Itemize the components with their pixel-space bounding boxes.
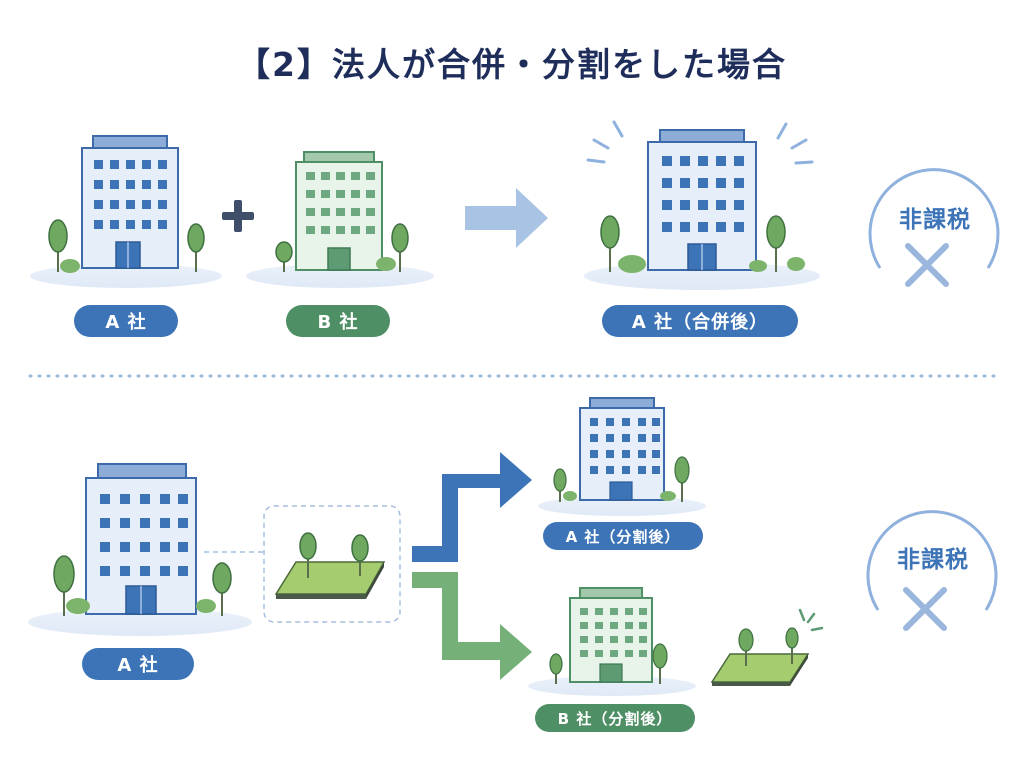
building-b-after-split [528, 587, 696, 696]
plus-icon [222, 200, 254, 232]
tree [600, 215, 646, 273]
land-parcel-box [263, 505, 401, 623]
cross-icon [905, 243, 949, 287]
tax-free-label: 非課税 [899, 207, 971, 233]
label-company-b-after-split: B 社（分割後） [535, 704, 695, 732]
building-b [246, 151, 434, 288]
sparkle-lines [798, 608, 824, 632]
tree [652, 643, 668, 684]
building-a [28, 463, 252, 636]
label-company-a-split: A 社 [82, 648, 194, 680]
tree [53, 555, 90, 616]
label-merged-company: A 社（合併後） [602, 305, 798, 337]
label-company-a-after-split: A 社（分割後） [543, 522, 703, 550]
arrow-right-icon [465, 188, 548, 248]
cross-icon [903, 587, 947, 631]
building-a [30, 135, 222, 288]
tree [549, 653, 563, 684]
building-a-after-split [538, 397, 706, 516]
label-company-a: A 社 [74, 305, 178, 337]
tree [187, 223, 205, 272]
tax-free-badge [866, 510, 998, 631]
tree [275, 241, 293, 272]
tree [196, 562, 232, 616]
tax-free-label: 非課税 [897, 547, 969, 573]
label-company-b: B 社 [286, 305, 390, 337]
arrow-down-right-icon [412, 572, 532, 680]
arrow-up-right-icon [412, 452, 532, 562]
land-parcel [274, 532, 386, 599]
tree [376, 223, 409, 272]
tree [749, 215, 805, 272]
land-parcel-transferred [710, 627, 810, 686]
tree [660, 456, 690, 502]
tax-free-badge [868, 168, 1000, 287]
sparkle-lines [586, 120, 814, 165]
tree [553, 468, 577, 502]
page-title: 【2】法人が合併・分割をした場合 [237, 45, 787, 84]
tree [48, 219, 80, 273]
